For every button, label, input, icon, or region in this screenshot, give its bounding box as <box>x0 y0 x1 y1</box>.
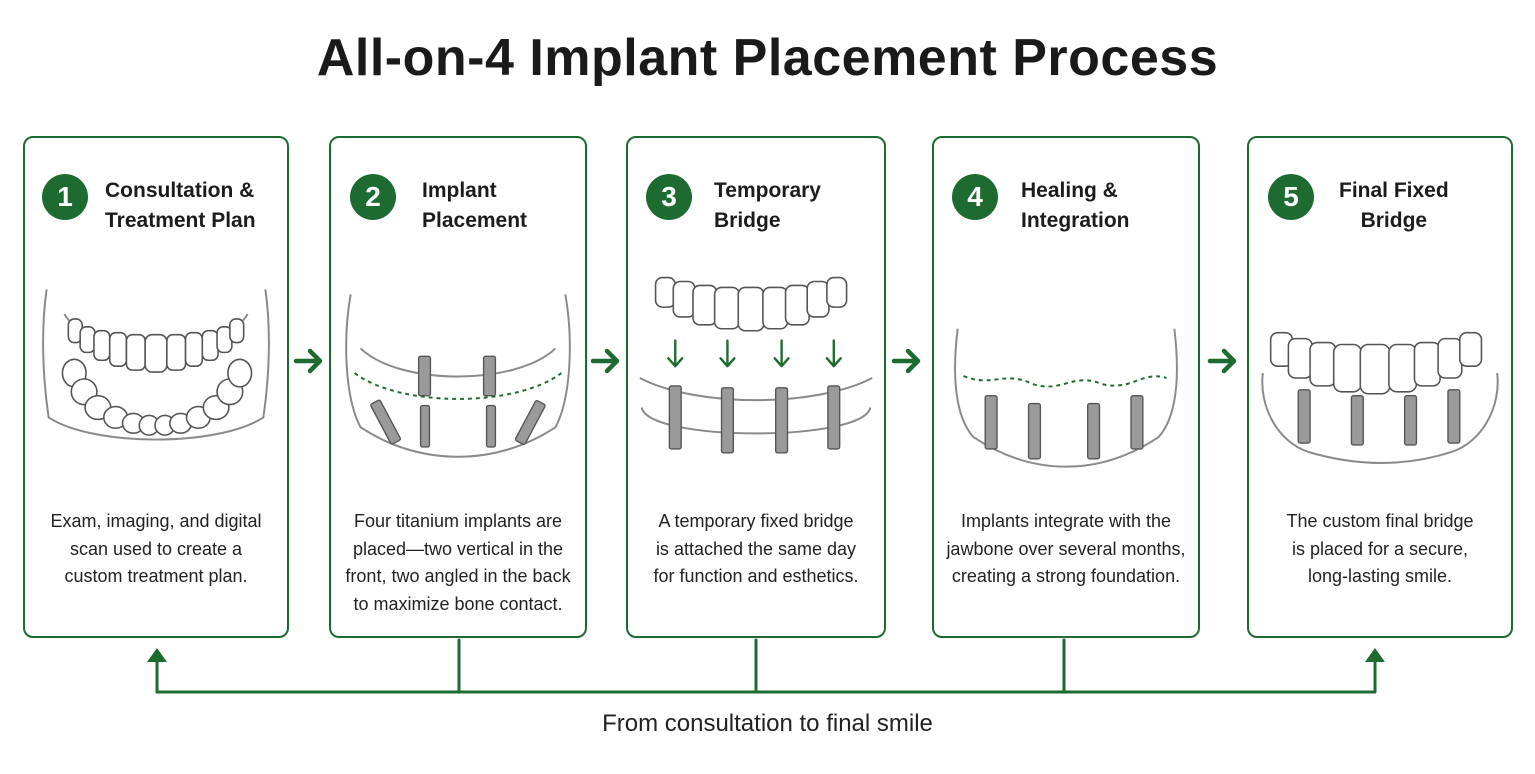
step-card-5: 5 Final Fixed Bridge The custom final br… <box>1247 136 1513 638</box>
step-title: Healing & Integration <box>1021 179 1130 232</box>
step-number-badge: 5 <box>1268 174 1314 220</box>
step-description: The custom final bridge is placed for a … <box>1286 511 1474 586</box>
step-number-badge: 2 <box>350 174 396 220</box>
step-card-1: 1 Consultation & Treatment Plan <box>23 136 289 638</box>
step-title: Consultation & Treatment Plan <box>105 179 256 232</box>
step-card-4: 4 Healing & Integration Implants integra… <box>932 136 1200 638</box>
arrow-right-icon <box>1207 348 1237 374</box>
step-card-3: 3 Temporary Bridge <box>626 136 886 638</box>
implant-placement-illustration <box>345 294 571 458</box>
step-title: Temporary Bridge <box>714 179 821 232</box>
page-title: All-on-4 Implant Placement Process <box>316 29 1219 87</box>
step-number-badge: 3 <box>646 174 692 220</box>
final-fixed-bridge-illustration <box>1261 331 1499 464</box>
temporary-bridge-illustration <box>639 276 873 454</box>
step-number-badge: 1 <box>42 174 88 220</box>
step-description: Implants integrate with the jawbone over… <box>946 511 1186 586</box>
step-number-badge: 4 <box>952 174 998 220</box>
step-title: Implant Placement <box>422 179 528 232</box>
step-card-2: 2 Implant Placement Four titanium implan… <box>329 136 587 638</box>
arrow-right-icon <box>891 348 921 374</box>
flow-caption: From consultation to final smile <box>602 710 933 737</box>
step-description: Four titanium implants are placed—two ve… <box>345 511 571 614</box>
arrow-right-icon <box>590 348 620 374</box>
step-description: Exam, imaging, and digital scan used to … <box>50 511 262 586</box>
step-title: Final Fixed Bridge <box>1339 179 1449 232</box>
step-description: A temporary fixed bridge is attached the… <box>653 511 859 586</box>
healing-integration-illustration <box>954 328 1178 468</box>
jaw-upper-lower-teeth-illustration <box>42 289 270 441</box>
arrow-right-icon <box>293 348 323 374</box>
